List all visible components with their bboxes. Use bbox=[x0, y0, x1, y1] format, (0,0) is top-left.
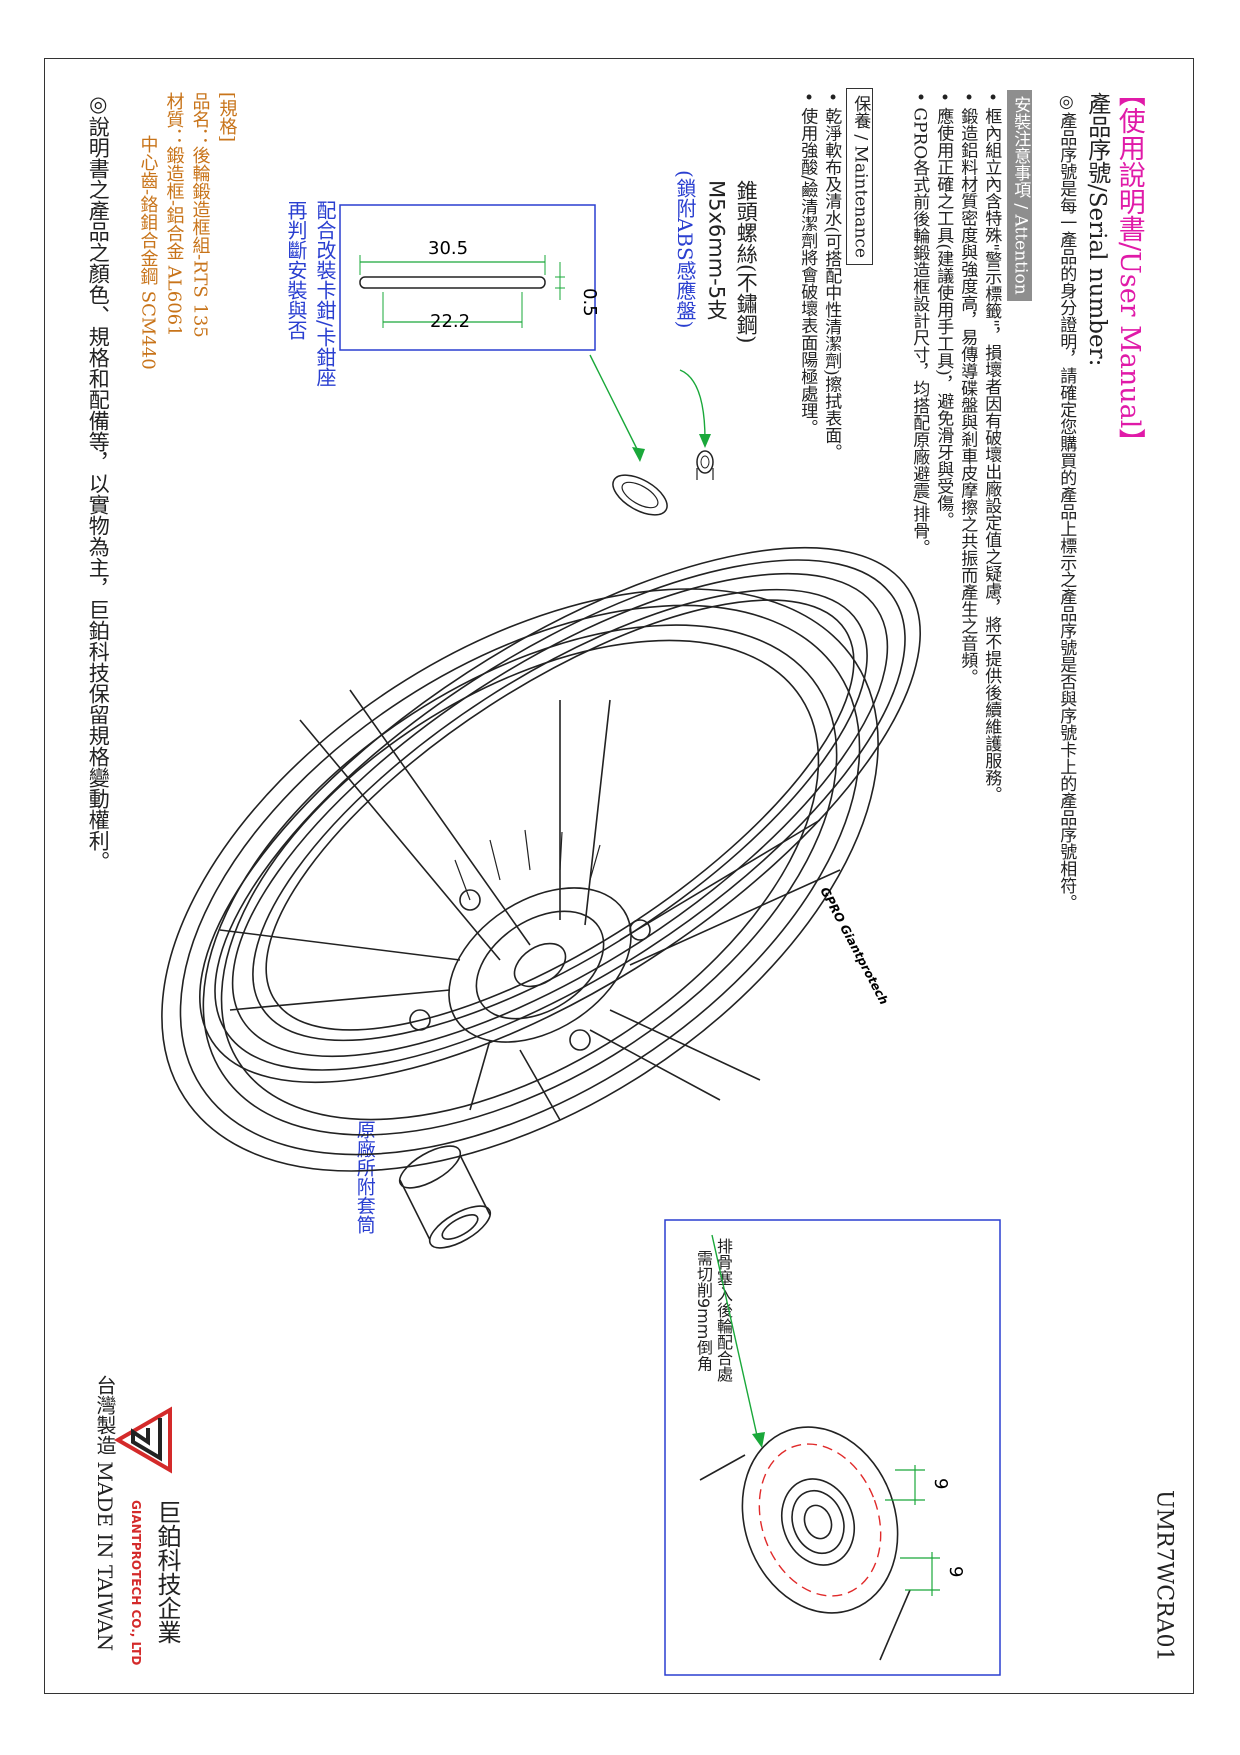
spoke bbox=[299, 689, 531, 961]
bolt-spec: M5x6mm-5支 bbox=[704, 180, 729, 321]
bolt-icon bbox=[696, 450, 714, 480]
spacer-note: 配合改裝卡鉗/卡鉗座 bbox=[313, 200, 337, 387]
made-in: 台灣製造 MADE IN TAIWAN bbox=[93, 1375, 117, 1652]
attention-item: • 鍛造鋁料材質密度與強度高，易傳導碟盤與剎車皮摩擦之共振而產生之音頻。 bbox=[957, 92, 978, 686]
wheel-drawing bbox=[161, 546, 921, 1172]
spacer-outer-dim: 30.5 bbox=[428, 238, 468, 259]
sleeve-label: 原廠所附套筒 bbox=[353, 1120, 376, 1234]
rim-label: GPRO Giantprotech bbox=[817, 885, 891, 1007]
serial-text: ◎產品序號是每一產品的身分證明，請確定您購買的產品上標示之產品序號是否與序號卡上… bbox=[1056, 92, 1077, 911]
hub bbox=[448, 887, 632, 1043]
page-frame bbox=[44, 58, 1194, 1694]
spacer-detail-box bbox=[339, 204, 596, 351]
company-name-cn: 巨鉑科技企業 bbox=[153, 1500, 181, 1644]
maintenance-item: • 乾淨軟布及清水(可搭配中性清潔劑)擦拭表面。 bbox=[821, 92, 842, 461]
spec-material: 材質：鍛造框-鋁合金 AL6061 bbox=[163, 92, 185, 337]
spacer-note: 再判斷安裝與否 bbox=[284, 200, 308, 340]
spoke bbox=[589, 1009, 761, 1101]
gpro-logo-icon bbox=[113, 1406, 172, 1474]
sleeve-drawing bbox=[398, 1145, 492, 1249]
doc-code: UMR7WCRA01 bbox=[1151, 1490, 1177, 1662]
spec-name: 品名：後輪鍛造框組-RTS 135 bbox=[189, 92, 211, 338]
chamfer-shaft bbox=[699, 1426, 911, 1661]
maintenance-label: 保養 / Maintenance bbox=[846, 88, 874, 265]
chamfer-detail-box bbox=[664, 1219, 1001, 1676]
attention-item: • 應使用正確之工具(建議使用手工具)，避免滑牙與受傷。 bbox=[933, 92, 954, 529]
tire-outer bbox=[199, 546, 921, 1084]
chamfer-dim: 9 bbox=[945, 1566, 966, 1577]
disclaimer: ◎說明書之產品之顏色、規格和配備等，以實物為主，巨鉑科技保留規格變動權利。 bbox=[86, 92, 111, 872]
attention-label: 安裝注意事項 / Attention bbox=[1007, 90, 1033, 301]
chamfer-dim: 9 bbox=[930, 1478, 951, 1489]
bolt-name: 錐頭螺絲(不鏽鋼) bbox=[734, 180, 759, 344]
spacer-washer bbox=[612, 474, 668, 516]
attention-item: • 框內組立內含特殊"警示標籤"，損壞者因有破壞出廠設定值之疑慮，將不提供後續維… bbox=[981, 92, 1002, 804]
chamfer-note: 需切削9mm倒角 bbox=[694, 1250, 713, 1372]
attention-item: • GPRO各式前後輪鍛造框設計尺寸，均搭配原廠避震/排骨。 bbox=[909, 92, 930, 556]
spacer-inner-dim: 22.2 bbox=[430, 311, 470, 332]
bolt-note: (鎖附ABS感應盤) bbox=[673, 170, 697, 329]
spec-heading: [規格] bbox=[216, 92, 238, 143]
company-name-en: GIANTPROTECH CO., LTD bbox=[129, 1500, 143, 1666]
spec-material: 中心齒-鉻鉬合金鋼 SCM440 bbox=[137, 135, 159, 370]
spoke bbox=[559, 699, 611, 926]
serial-heading: 產品序號/Serial number: bbox=[1083, 92, 1110, 367]
spoke bbox=[219, 929, 461, 1011]
maintenance-item: • 使用強酸/鹼清潔劑將會破壞表面陽極處理。 bbox=[797, 92, 818, 437]
spoke bbox=[619, 819, 841, 966]
spacer-thick-dim: 0.5 bbox=[579, 288, 600, 317]
manual-title: 【使用說明書/User Manual】 bbox=[1113, 80, 1145, 456]
spoke bbox=[469, 1039, 561, 1121]
chamfer-note: 排骨塞入後輪配合處 bbox=[714, 1238, 733, 1382]
rim-face bbox=[161, 588, 879, 1172]
spacer-plate bbox=[359, 276, 546, 289]
